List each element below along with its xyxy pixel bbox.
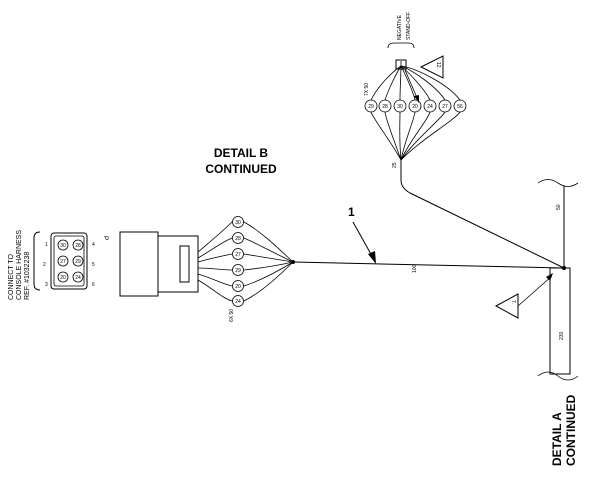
- detail-b-subtitle: CONTINUED: [205, 162, 277, 176]
- standoff-leader: [404, 69, 419, 101]
- pin-row-number: 5: [92, 262, 95, 268]
- break-line-bottom: [537, 371, 579, 381]
- fan-pin: 28: [235, 236, 241, 242]
- top-fan-pins: 29 28 30 20 24 27 56: [364, 99, 467, 113]
- pin-row-number: 3: [45, 282, 48, 288]
- connector-pin: 30: [60, 243, 66, 249]
- connector-bracket: [33, 231, 41, 291]
- fan-pin: 20: [235, 284, 241, 290]
- standoff-arrowhead: [414, 95, 419, 103]
- callout-arrowhead: [368, 251, 376, 264]
- fan-pin: 24: [427, 104, 433, 110]
- svg-text:REF. #1032238: REF. #1032238: [24, 252, 31, 300]
- lower-flag: [494, 293, 519, 319]
- connector-pin: 29: [75, 259, 81, 265]
- callout-leader: [352, 221, 373, 257]
- connector-pin: 20: [60, 275, 66, 281]
- main-trunk: [292, 261, 565, 269]
- detail-a-title: DETAIL A: [550, 412, 564, 466]
- detail-a-label: DETAIL A CONTINUED: [550, 394, 578, 466]
- top-fan-label: 7X 50: [364, 83, 370, 96]
- callout-number: 1: [348, 205, 355, 219]
- svg-text:CONNECT TO: CONNECT TO: [8, 254, 15, 300]
- fan-pin: 30: [235, 220, 241, 226]
- connector-body: [119, 231, 199, 297]
- connector-pin: 27: [60, 259, 66, 265]
- trunk-dimension: 100: [412, 264, 418, 273]
- fan-pin: 24: [235, 299, 241, 305]
- svg-text:NEGATIVE: NEGATIVE: [397, 14, 403, 40]
- left-fan-wires: [197, 221, 294, 302]
- break-line-top: [537, 179, 579, 187]
- standoff-bracket: [387, 42, 415, 49]
- right-sleeve: [549, 267, 571, 375]
- standoff-flag-label: 12.: [435, 62, 441, 69]
- standoff-terminal: [395, 59, 407, 70]
- detail-a-subtitle: CONTINUED: [564, 394, 578, 466]
- fan-pin: 56: [457, 104, 463, 110]
- connector-pin: 24: [75, 275, 81, 281]
- svg-text:CONSOLE HARNESS: CONSOLE HARNESS: [16, 230, 23, 300]
- fan-pin: 20: [412, 104, 418, 110]
- connector-face: 30 28 27 29 20 24: [50, 232, 88, 290]
- pin-row-number: 2: [43, 262, 46, 268]
- left-fan-label: 6X 50: [229, 309, 235, 322]
- fan-pin: 27: [442, 104, 448, 110]
- right-splice-point: [562, 266, 566, 270]
- right-lower-dimension: 230: [559, 331, 565, 340]
- pin-row-number: 6: [92, 282, 95, 288]
- connector-note: CONNECT TO CONSOLE HARNESS REF. #1032238: [8, 230, 31, 300]
- top-branch-dimension: 25: [392, 162, 398, 168]
- pin-row-number: 4: [92, 242, 95, 248]
- right-upper-dimension: 50: [556, 204, 562, 210]
- fan-pin: 29: [235, 268, 241, 274]
- lower-flag-leader: [517, 275, 553, 307]
- connector-pin: 28: [75, 243, 81, 249]
- standoff-note: NEGATIVE STAND-OFF: [397, 12, 412, 40]
- left-fan-pins: 30 28 27 29 20 24: [232, 216, 244, 307]
- fan-pin: 29: [368, 104, 374, 110]
- connector-pin-label: P: [102, 236, 109, 240]
- detail-b-title: DETAIL B: [214, 146, 269, 160]
- fan-pin: 28: [382, 104, 388, 110]
- svg-text:STAND-OFF: STAND-OFF: [406, 12, 412, 40]
- top-fan-wires: [370, 65, 461, 161]
- standoff-flag: [419, 55, 444, 79]
- pin-row-number: 1: [45, 242, 48, 248]
- fan-pin: 30: [397, 104, 403, 110]
- lower-flag-arrowhead: [546, 273, 553, 281]
- fan-pin: 27: [235, 252, 241, 258]
- top-branch-wire: [400, 160, 565, 269]
- lower-flag-label: 7.: [510, 300, 516, 304]
